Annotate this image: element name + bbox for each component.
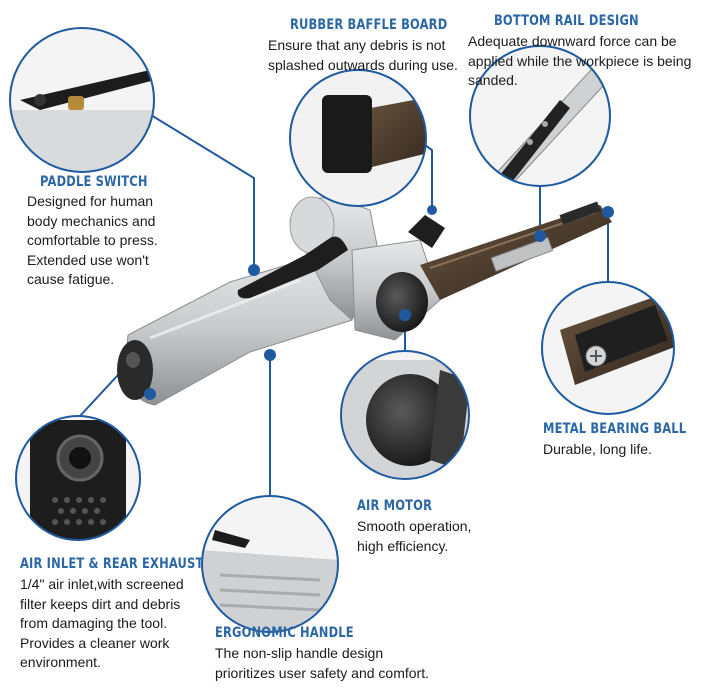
metal-bearing-title: METAL BEARING BALL: [543, 421, 687, 437]
metal-bearing-desc: Durable, long life.: [543, 440, 652, 460]
ergonomic-handle-title: ERGONOMIC HANDLE: [215, 625, 354, 641]
detail-bottom-rail: [469, 45, 611, 187]
rubber-baffle-title: RUBBER BAFFLE BOARD: [290, 17, 448, 33]
text-line: sanded.: [468, 72, 518, 88]
text-line: splashed outwards during use.: [268, 56, 458, 73]
text-line: Ensure that any debris is not: [268, 37, 446, 53]
detail-air-inlet: [15, 415, 141, 541]
text-line: The non-slip handle design: [215, 645, 384, 661]
text-line: Durable, long life.: [543, 441, 652, 457]
detail-air-motor: [340, 350, 470, 480]
air-inlet-title: AIR INLET & REAR EXHAUST: [20, 556, 204, 572]
detail-metal-bearing: [541, 281, 675, 415]
text-line: comfortable to press.: [27, 232, 158, 248]
text-line: 1/4" air inlet,with screened: [20, 576, 184, 592]
text-line: Extended use won't: [27, 251, 149, 268]
paddle-switch-title: PADDLE SWITCH: [40, 174, 148, 190]
air-inlet-desc: 1/4" air inlet,with screened filter keep…: [20, 575, 184, 673]
text-line: environment.: [20, 654, 101, 670]
air-motor-desc: Smooth operation, high efficiency.: [357, 517, 471, 556]
detail-ergonomic-handle: [201, 495, 339, 633]
text-line: Adequate downward force can be: [468, 33, 677, 49]
text-line: Provides a cleaner work: [20, 634, 170, 651]
paddle-switch-desc: Designed for human body mechanics and co…: [27, 192, 158, 290]
belt-sander-tool: [117, 196, 614, 406]
detail-paddle-switch: [9, 27, 155, 173]
bottom-rail-title: BOTTOM RAIL DESIGN: [494, 13, 639, 29]
text-line: Smooth operation,: [357, 518, 472, 534]
text-line: prioritizes user safety and comfort.: [215, 664, 429, 681]
ergonomic-handle-desc: The non-slip handle design prioritizes u…: [215, 644, 429, 683]
text-line: cause fatigue.: [27, 271, 115, 287]
text-line: high efficiency.: [357, 537, 449, 554]
text-line: body mechanics and: [27, 212, 156, 229]
detail-rubber-baffle: [289, 69, 427, 207]
bottom-rail-desc: Adequate downward force can be applied w…: [468, 32, 691, 91]
text-line: applied while the workpiece is being: [468, 52, 692, 69]
text-line: filter keeps dirt and debris: [20, 595, 181, 612]
text-line: Designed for human: [27, 193, 154, 209]
text-line: from damaging the tool.: [20, 615, 168, 631]
rubber-baffle-desc: Ensure that any debris is not splashed o…: [268, 36, 458, 75]
air-motor-title: AIR MOTOR: [357, 498, 433, 514]
